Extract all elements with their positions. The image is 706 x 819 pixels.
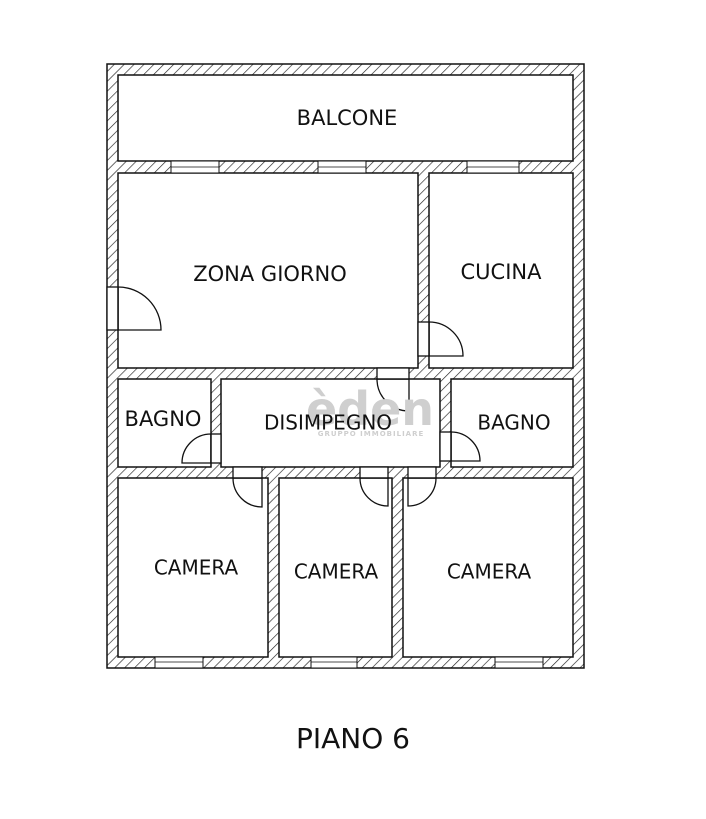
door-opening	[407, 466, 437, 479]
room-label-camera-center: CAMERA	[294, 560, 379, 584]
door-swing	[450, 431, 481, 462]
door-opening	[376, 367, 410, 380]
door-swing	[359, 477, 389, 507]
room-label-zona-giorno: ZONA GIORNO	[193, 262, 347, 286]
door-opening	[439, 431, 452, 462]
room-label-disimpegno: DISIMPEGNO	[264, 411, 392, 435]
door-swing	[181, 433, 212, 464]
door-opening	[106, 286, 119, 331]
room-label-camera-left: CAMERA	[154, 556, 239, 580]
door-swing	[117, 286, 162, 331]
door-opening	[359, 466, 389, 479]
door-opening	[210, 433, 222, 464]
wall-hatching	[106, 63, 585, 669]
window	[494, 656, 544, 669]
door-opening	[417, 321, 430, 357]
room-label-bagno-left: BAGNO	[125, 407, 202, 431]
door-swing	[428, 321, 464, 357]
room-label-camera-right: CAMERA	[447, 560, 532, 584]
door-swing	[232, 477, 263, 508]
room-label-balcone: BALCONE	[297, 106, 398, 130]
doors	[106, 286, 481, 508]
watermark-tagline: GRUPPO IMMOBILIARE	[318, 430, 425, 438]
door-swing	[376, 378, 410, 412]
window	[154, 656, 204, 669]
window	[310, 656, 358, 669]
door-opening	[232, 466, 263, 479]
door-swing	[407, 477, 437, 507]
room-label-cucina: CUCINA	[461, 260, 543, 284]
watermark-logo: èden	[306, 382, 434, 436]
floor-title: PIANO 6	[296, 722, 410, 755]
room-label-bagno-right: BAGNO	[477, 411, 550, 435]
